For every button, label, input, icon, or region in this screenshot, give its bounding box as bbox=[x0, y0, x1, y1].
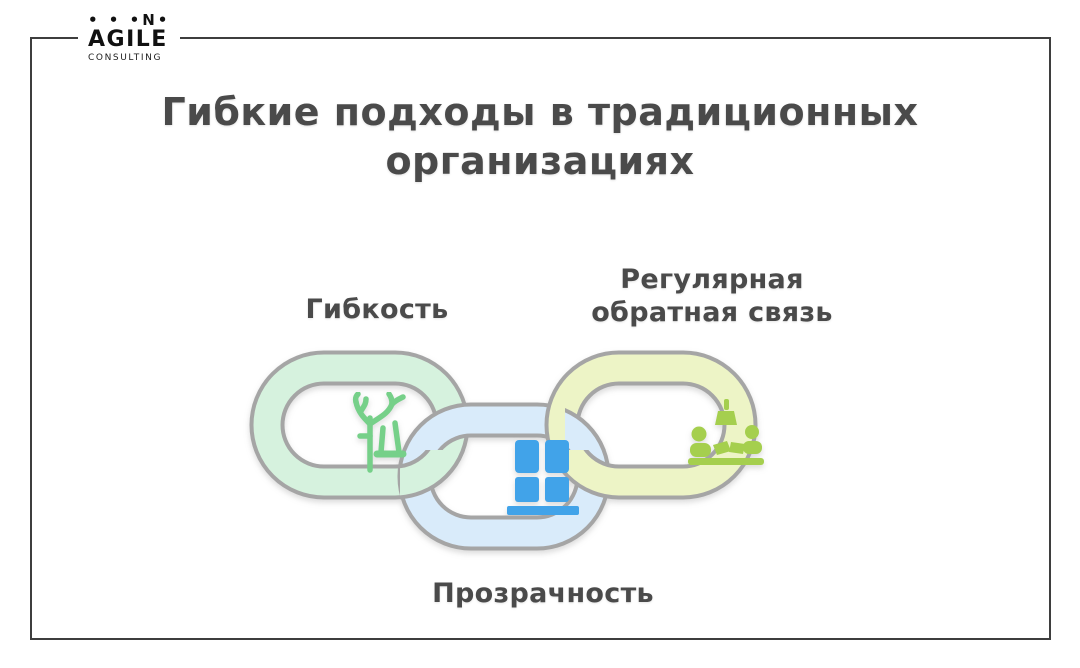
feedback-label-line1: Регулярная bbox=[620, 264, 804, 295]
window-icon bbox=[507, 440, 579, 515]
tree-swing-icon bbox=[352, 392, 407, 473]
logo-subtitle: CONSULTING bbox=[88, 53, 163, 63]
page-title: Гибкие подходы в традиционных организаци… bbox=[0, 88, 1080, 186]
feedback-label-line2: обратная связь bbox=[591, 297, 833, 328]
chain-link-feedback bbox=[544, 350, 758, 500]
agile-consulting-logo: • • •N• AGILE CONSULTING bbox=[78, 10, 181, 68]
chain-links-diagram bbox=[249, 350, 764, 551]
flexibility-label: Гибкость bbox=[305, 294, 449, 325]
slide-border-frame bbox=[30, 37, 1051, 640]
transparency-label: Прозрачность bbox=[432, 578, 654, 609]
page-title-line2: организациях bbox=[385, 139, 695, 183]
logo-dots: • • •N• bbox=[88, 11, 171, 29]
logo-name: AGILE bbox=[88, 27, 168, 52]
page-title-line1: Гибкие подходы в традиционных bbox=[161, 90, 919, 134]
people-meeting-icon bbox=[688, 399, 764, 465]
feedback-label: Регулярная обратная связь bbox=[591, 263, 833, 329]
